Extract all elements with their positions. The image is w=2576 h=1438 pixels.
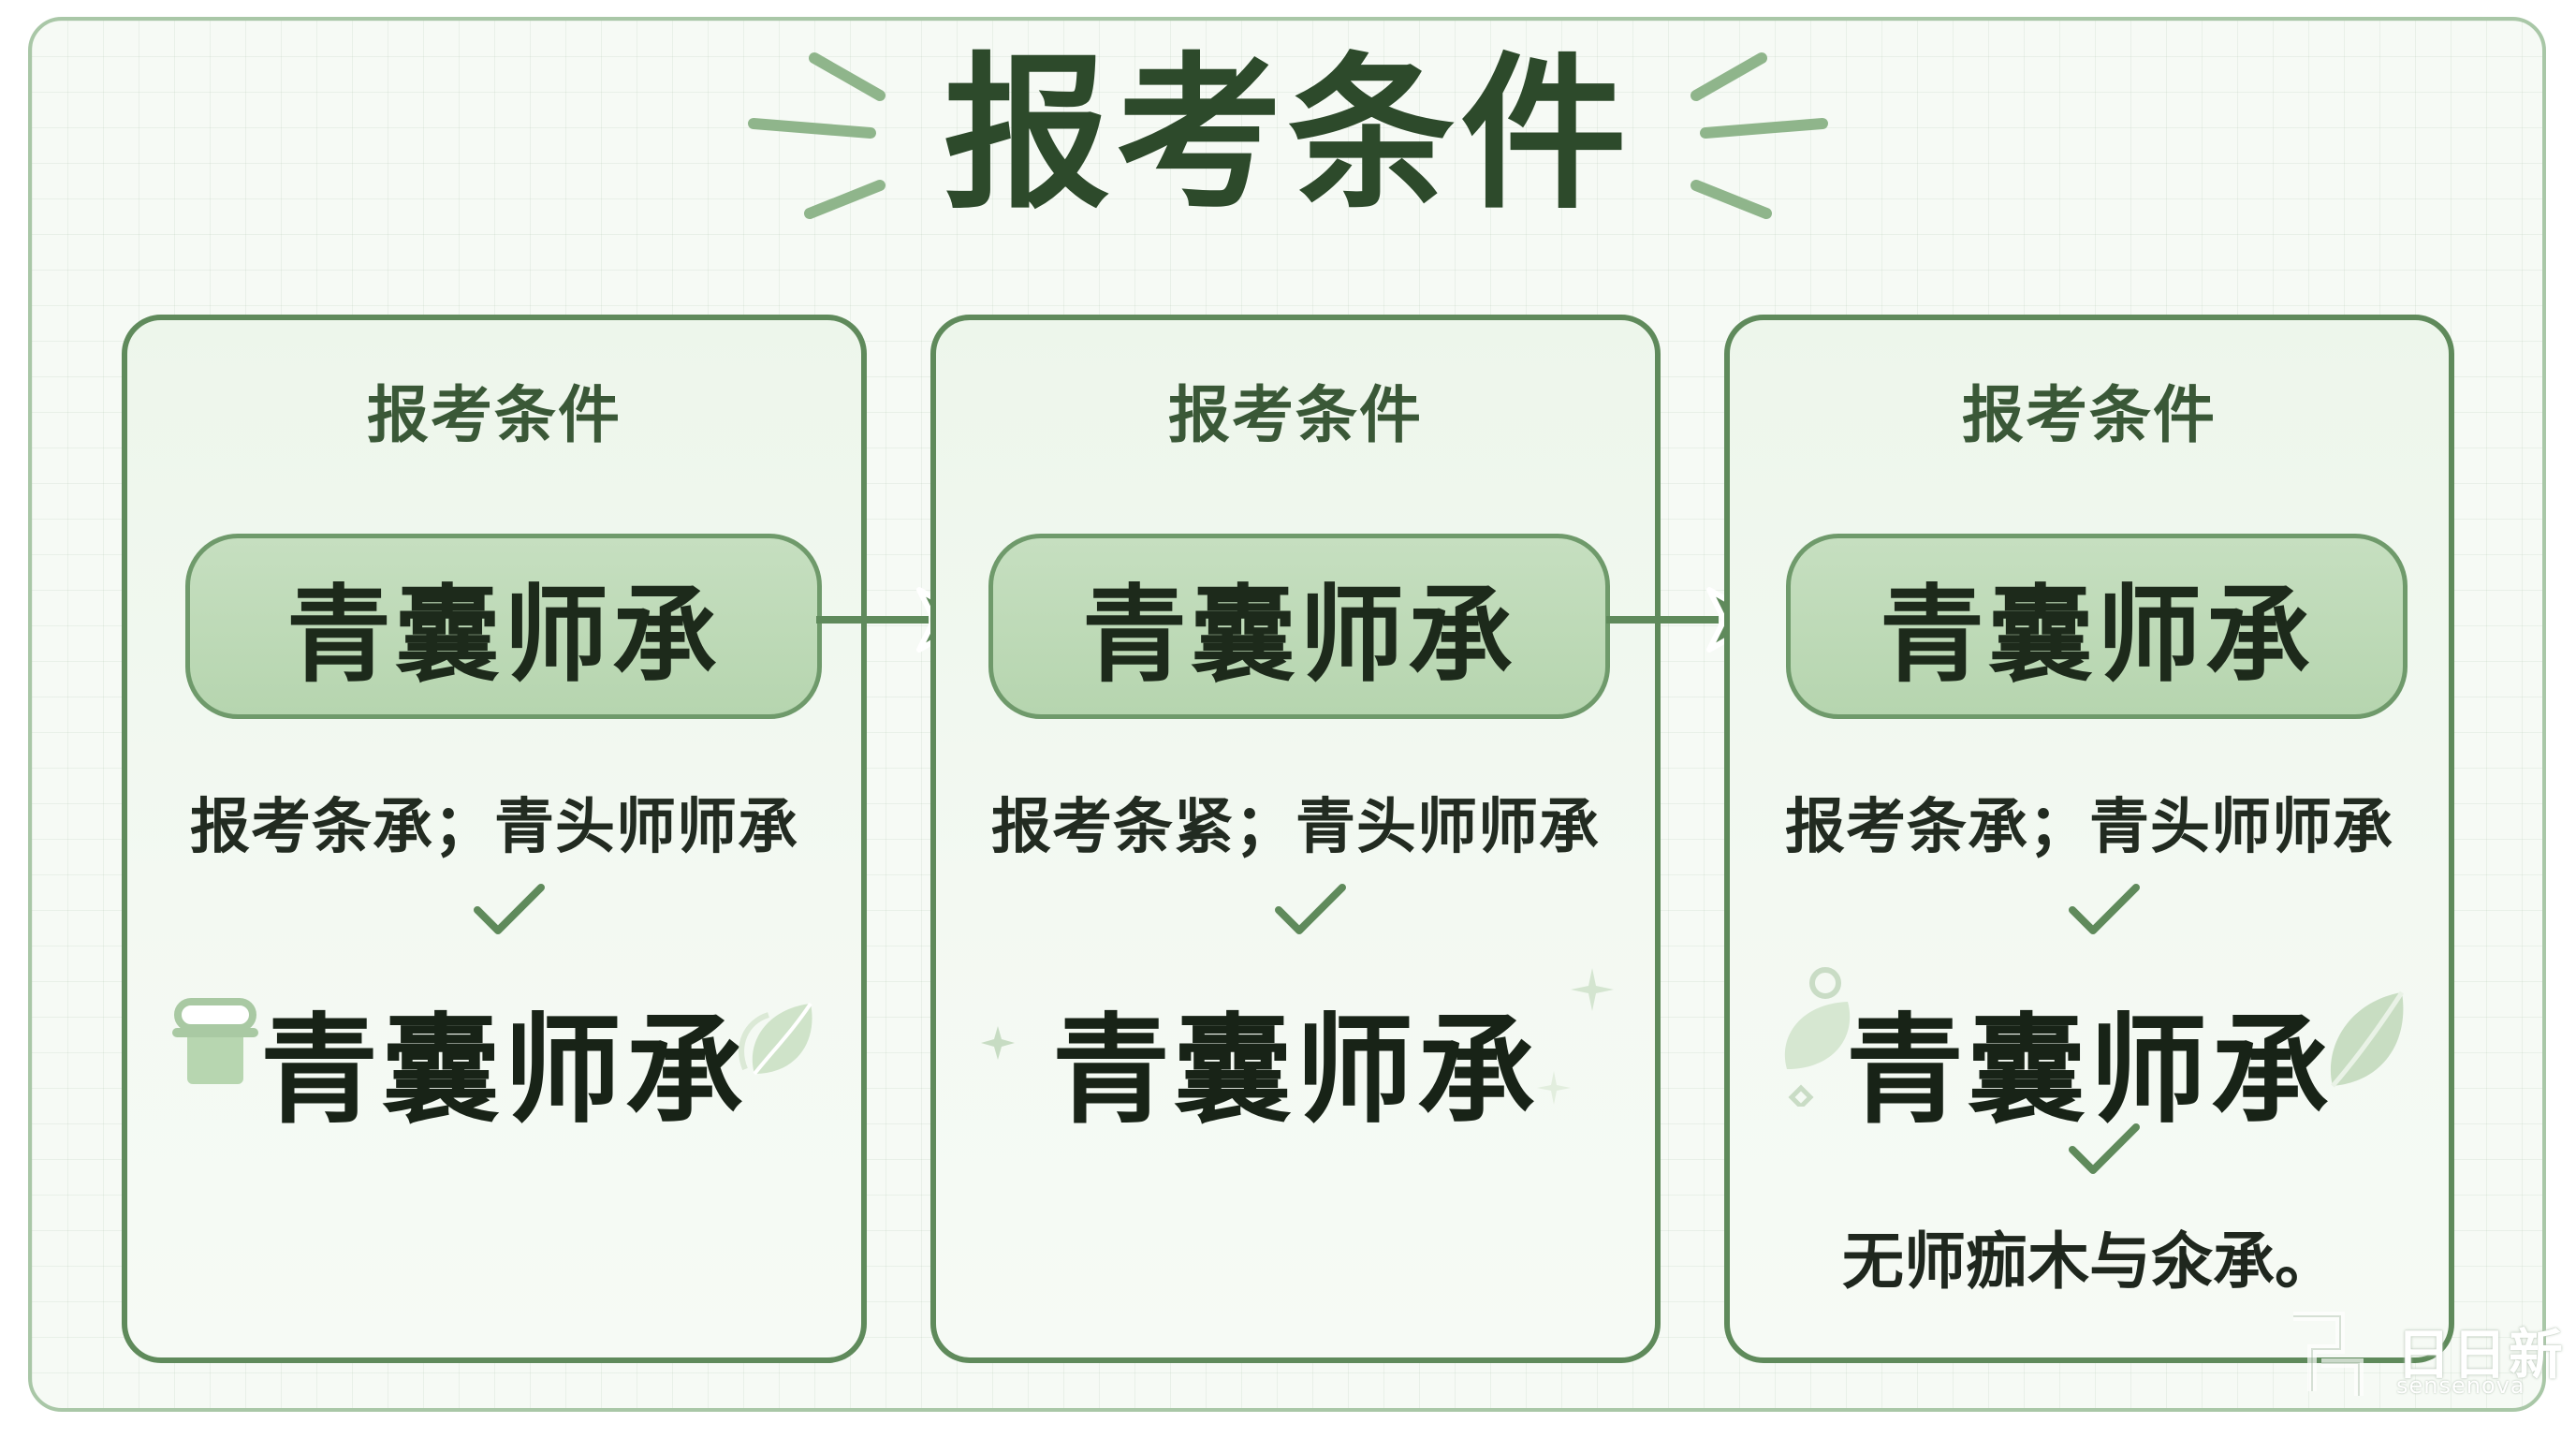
sparkle-icon xyxy=(1537,1071,1571,1105)
condition-card-3: 报考条件 青囊师承 报考条承；青头师师承 青囊师承 无师痂木与氽承。 xyxy=(1724,315,2454,1363)
card-header: 报考条件 xyxy=(1962,379,2217,451)
leaf-icon xyxy=(739,1002,812,1076)
check-icon xyxy=(1275,884,1346,934)
sparkle-icon xyxy=(981,1026,1015,1060)
lineage-pill: 青囊师承 xyxy=(988,534,1610,719)
watermark-brand: 日日新 xyxy=(2396,1323,2566,1387)
result-text: 青囊师承 xyxy=(1846,1002,2333,1139)
condition-text: 报考条承；青头师师承 xyxy=(190,793,798,862)
condition-card-1: 报考条件 青囊师承 报考条承；青头师师承 青囊师承 xyxy=(122,315,867,1363)
condition-text: 报考条紧；青头师师承 xyxy=(991,793,1600,862)
note-text: 无师痂木与氽承。 xyxy=(1842,1225,2336,1298)
leaf-icon xyxy=(2330,990,2405,1088)
lineage-pill: 青囊师承 xyxy=(185,534,822,719)
sparkle-icon xyxy=(1571,968,1614,1011)
condition-card-2: 报考条件 青囊师承 报考条紧；青头师师承 青囊师承 xyxy=(930,315,1661,1363)
check-icon xyxy=(474,884,545,934)
card-header: 报考条件 xyxy=(367,379,622,451)
page-title: 报考条件 xyxy=(944,37,1632,231)
leaf-icon xyxy=(1784,967,1851,1107)
lineage-pill: 青囊师承 xyxy=(1786,534,2408,719)
check-icon xyxy=(2069,1123,2140,1174)
bowl-icon xyxy=(172,998,258,1084)
condition-text: 报考条承；青头师师承 xyxy=(1785,793,2393,862)
check-icon xyxy=(2069,884,2140,934)
result-text: 青囊师承 xyxy=(1052,1002,1539,1139)
watermark-subtext: sensenova xyxy=(2396,1372,2525,1399)
brand-logo-icon xyxy=(2293,1312,2364,1396)
result-text: 青囊师承 xyxy=(260,1002,747,1139)
card-header: 报考条件 xyxy=(1168,379,1423,451)
